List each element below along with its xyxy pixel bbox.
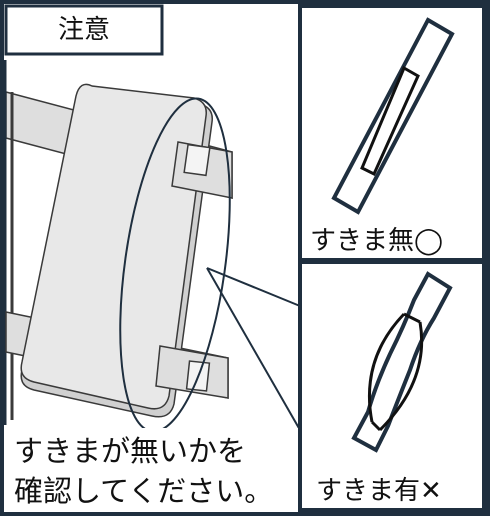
callout-line-lower — [206, 267, 301, 431]
instruction-area — [6, 428, 300, 510]
zoom-panel-with-gap — [298, 260, 486, 512]
gap-curve-right — [378, 321, 424, 432]
zoom-panel-no-gap — [298, 4, 486, 262]
instruction-line-1: すきまが無いかを — [14, 434, 247, 468]
gap-yes-label: すきま有✕ — [316, 476, 442, 506]
product-illustration — [3, 60, 301, 433]
gap-curve-left — [368, 312, 406, 423]
panel-edge-no-gap — [360, 65, 420, 177]
gap-none-label: すきま無◯ — [310, 226, 444, 256]
gap-top-edge — [403, 312, 421, 324]
gap-bottom-edge — [370, 420, 382, 432]
attention-box — [4, 4, 164, 56]
instruction-line-2: 確認してください。 — [14, 474, 274, 508]
callout-line-upper — [206, 267, 301, 307]
attention-label: 注意 — [57, 15, 110, 45]
rail-outline-with-gap — [351, 271, 453, 453]
panel-front — [20, 83, 207, 410]
upper-clip — [183, 143, 211, 177]
